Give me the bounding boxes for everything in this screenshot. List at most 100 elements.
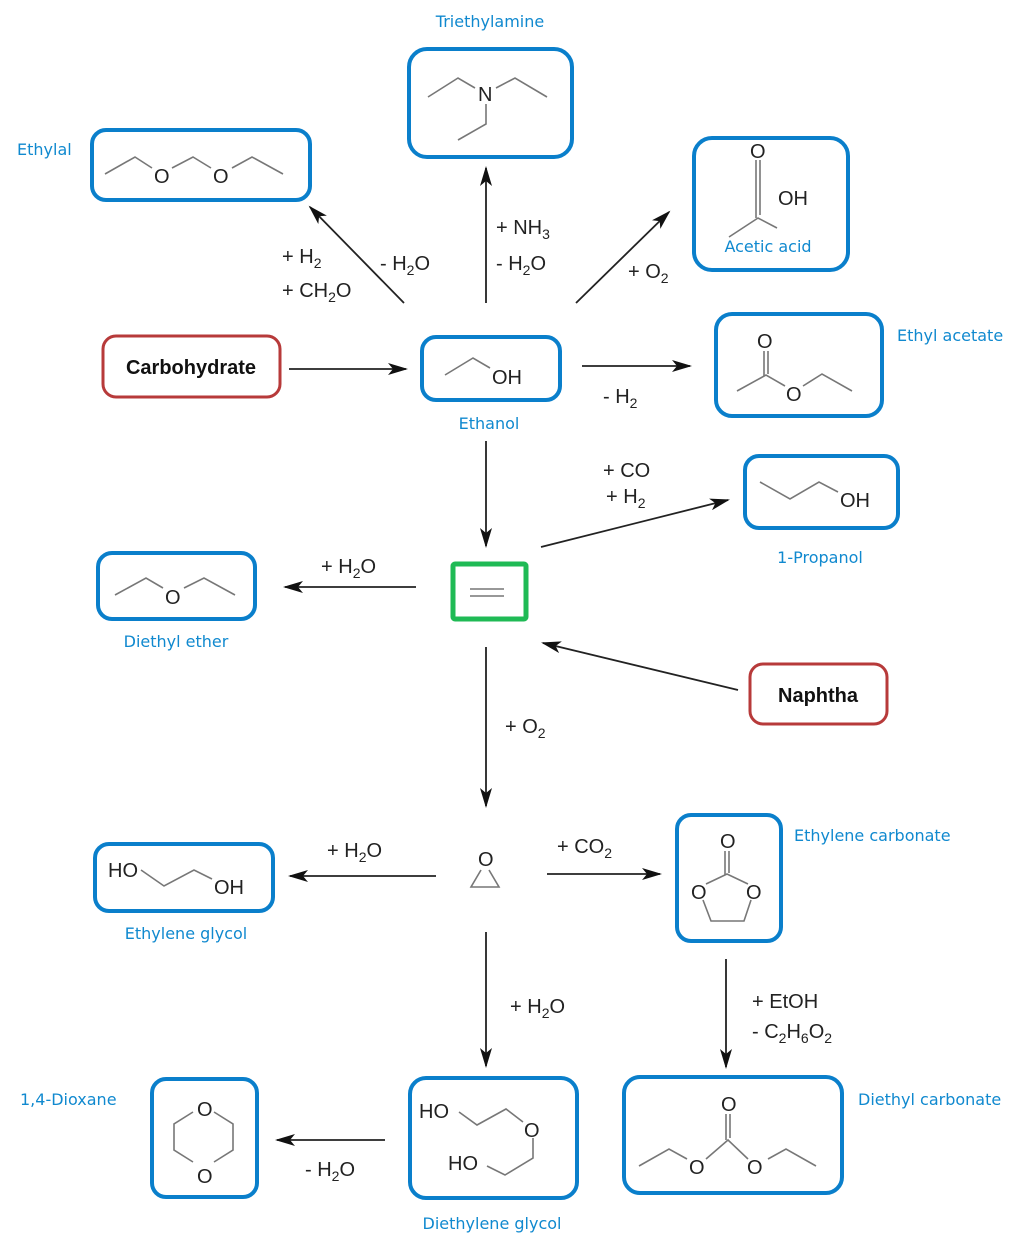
hydroxyl-group: HO — [419, 1101, 449, 1123]
arrow-naphtha-to-ethylene — [541, 641, 739, 691]
condition-propanol-co: + CO — [603, 460, 650, 482]
ethylene-box — [450, 561, 529, 622]
dioxane-box — [150, 1077, 259, 1199]
oxygen-atom: O — [213, 166, 229, 188]
hydroxyl-group: OH — [214, 877, 244, 899]
oxygen-atom: O — [165, 587, 181, 609]
oxygen-atom: O — [750, 141, 766, 163]
naphtha-label: Naphtha — [778, 685, 859, 707]
oxygen-atom: O — [197, 1099, 213, 1121]
diethyl-carbonate-structure: O O O — [638, 1094, 817, 1179]
condition-ethylene-oxide: + O2 — [505, 716, 546, 741]
ethanol-box — [420, 335, 562, 402]
node-dioxane: 1,4-Dioxane O O — [20, 1077, 259, 1199]
node-ethylal: Ethylal O O — [17, 128, 312, 202]
node-naphtha[interactable]: Naphtha — [748, 662, 889, 726]
condition-propanol-h2: + H2 — [606, 486, 646, 511]
acetic-acid-structure: O OH — [728, 141, 808, 238]
diethyl-ether-label: Diethyl ether — [124, 632, 229, 651]
condition-dioxane: - H2O — [305, 1159, 355, 1184]
ethylene-double-bond — [470, 588, 504, 597]
condition-triethylamine-water: - H2O — [496, 253, 546, 278]
dioxane-label: 1,4-Dioxane — [20, 1090, 117, 1109]
hydroxyl-group: OH — [840, 490, 870, 512]
carbohydrate-box[interactable] — [101, 334, 282, 399]
oxygen-atom: O — [197, 1166, 213, 1188]
hydroxyl-group: HO — [108, 860, 138, 882]
condition-ethylal-ch2o: + CH2O — [282, 280, 351, 305]
node-triethylamine: Triethylamine N — [407, 12, 574, 159]
oxygen-atom: O — [689, 1157, 705, 1179]
hydroxyl-group: OH — [778, 188, 808, 210]
diethyl-carbonate-label: Diethyl carbonate — [858, 1090, 1001, 1109]
oxygen-atom: O — [524, 1120, 540, 1142]
condition-ethylal-h2: + H2 — [282, 246, 322, 271]
node-ethyl-acetate: Ethyl acetate O O — [714, 312, 1003, 418]
ethyl-acetate-label: Ethyl acetate — [897, 326, 1003, 345]
oxygen-atom: O — [154, 166, 170, 188]
hydroxyl-group: HO — [448, 1153, 478, 1175]
ethylal-label: Ethylal — [17, 140, 72, 159]
condition-ethyl-acetate: - H2 — [603, 386, 638, 411]
node-ethylene-glycol: Ethylene glycol HO OH — [93, 842, 275, 943]
propanol-box — [743, 454, 900, 530]
condition-ethylal-water: - H2O — [380, 253, 430, 278]
node-diethylene-glycol: Diethylene glycol HO O HO — [408, 1076, 579, 1233]
diethylene-glycol-label: Diethylene glycol — [423, 1214, 562, 1233]
triethylamine-label: Triethylamine — [435, 12, 544, 31]
condition-diethyl-ether: + H2O — [321, 556, 376, 581]
ethylal-structure: O O — [104, 156, 284, 188]
node-ethylene — [450, 561, 529, 622]
ethylene-glycol-label: Ethylene glycol — [125, 924, 247, 943]
diethyl-ether-box — [96, 551, 257, 621]
condition-diethyl-carbonate-glycol: - C2H6O2 — [752, 1021, 832, 1046]
diethylene-glycol-structure: HO O HO — [419, 1101, 540, 1176]
diethyl-carbonate-box — [622, 1075, 844, 1195]
ethanol-label: Ethanol — [459, 414, 520, 433]
condition-acetic-acid: + O2 — [628, 261, 669, 286]
condition-ethylene-glycol: + H2O — [327, 840, 382, 865]
ethylene-glycol-box — [93, 842, 275, 913]
oxygen-atom: O — [691, 882, 707, 904]
hydroxyl-group: OH — [492, 367, 522, 389]
ethylene-glycol-structure: HO OH — [108, 860, 244, 899]
dioxane-structure: O O — [173, 1099, 234, 1188]
ethylene-oxide-structure: O — [469, 849, 501, 888]
ethylene-carbonate-label: Ethylene carbonate — [794, 826, 951, 845]
node-diethyl-ether: Diethyl ether O — [96, 551, 257, 651]
diethyl-ether-structure: O — [114, 577, 236, 609]
naphtha-box[interactable] — [748, 662, 889, 726]
ethanol-structure: OH — [444, 357, 522, 389]
ethylene-carbonate-box — [675, 813, 783, 943]
condition-diethylene-glycol: + H2O — [510, 996, 565, 1021]
oxygen-atom: O — [721, 1094, 737, 1116]
arrow-ethylene-to-propanol — [540, 498, 730, 548]
oxygen-atom: O — [747, 1157, 763, 1179]
arrow-ethanol-to-acetic-acid — [575, 210, 671, 304]
acetic-acid-box — [692, 136, 850, 272]
oxygen-atom: O — [746, 882, 762, 904]
ethylal-box — [90, 128, 312, 202]
node-diethyl-carbonate: Diethyl carbonate O O O — [622, 1075, 1001, 1195]
propanol-label: 1-Propanol — [777, 548, 863, 567]
carbohydrate-label: Carbohydrate — [126, 357, 256, 379]
ethyl-acetate-box — [714, 312, 884, 418]
oxygen-atom: O — [478, 849, 494, 871]
nitrogen-atom: N — [478, 84, 492, 106]
node-ethylene-carbonate: Ethylene carbonate O O O — [675, 813, 951, 943]
condition-diethyl-carbonate-etoh: + EtOH — [752, 991, 818, 1013]
node-carbohydrate[interactable]: Carbohydrate — [101, 334, 282, 399]
condition-triethylamine-nh3: + NH3 — [496, 217, 550, 242]
node-ethylene-oxide: O — [469, 849, 501, 888]
oxygen-atom: O — [720, 831, 736, 853]
condition-ethylene-carbonate: + CO2 — [557, 836, 612, 861]
node-1-propanol: 1-Propanol OH — [743, 454, 900, 567]
acetic-acid-label: Acetic acid — [724, 237, 811, 256]
oxygen-atom: O — [786, 384, 802, 406]
oxygen-atom: O — [757, 331, 773, 353]
ethylene-carbonate-structure: O O O — [691, 831, 762, 922]
triethylamine-structure: N — [427, 77, 548, 141]
triethylamine-box — [407, 47, 574, 159]
diethylene-glycol-box — [408, 1076, 579, 1200]
